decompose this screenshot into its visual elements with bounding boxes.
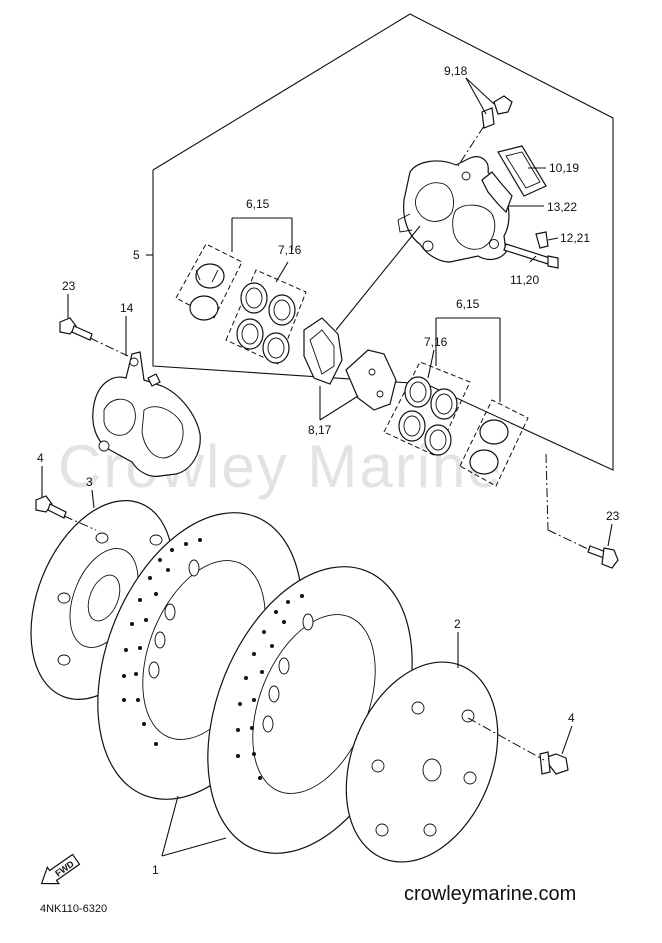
callout-labels: 9,18 10,19 13,22 12,21 11,20 5 6,15 7,16…	[37, 64, 620, 877]
callout-5: 5	[133, 248, 140, 262]
brake-pads-8-17	[303, 317, 397, 411]
pin-11-20	[503, 243, 559, 269]
callout-6-15-top: 6,15	[246, 197, 270, 211]
callout-23-right: 23	[606, 509, 620, 523]
callout-2: 2	[454, 617, 461, 631]
pad-spring-10-19	[497, 145, 547, 197]
rotor-1-drill-holes	[122, 538, 202, 746]
callout-10-19: 10,19	[549, 161, 579, 175]
rotor-1b-drill-holes	[236, 594, 304, 780]
site-url: crowleymarine.com	[404, 883, 576, 905]
callout-13-22: 13,22	[547, 200, 577, 214]
bolt-23-right	[545, 453, 619, 569]
callout-4-right: 4	[568, 711, 575, 725]
caliper-assembly-inner	[397, 156, 510, 263]
seal-kit-upper	[175, 243, 307, 365]
caliper-14	[92, 351, 201, 477]
callout-8-17: 8,17	[308, 423, 332, 437]
callout-23-top: 23	[62, 279, 76, 293]
pin-12-21	[535, 231, 549, 249]
callout-14: 14	[120, 301, 134, 315]
bolt-4-left	[35, 495, 97, 531]
caliper-kit-outline	[152, 13, 614, 471]
cover-plate-2	[345, 661, 499, 863]
callout-9-18: 9,18	[444, 64, 468, 78]
callout-1: 1	[152, 863, 159, 877]
fwd-arrow-icon: FWD	[40, 853, 81, 885]
bolt-4-right	[467, 717, 569, 775]
callout-7-16-bottom: 7,16	[424, 335, 448, 349]
callout-4-left: 4	[37, 451, 44, 465]
diagram-code: 4NK110-6320	[40, 903, 107, 915]
callout-6-15-bottom: 6,15	[456, 297, 480, 311]
callout-7-16-top: 7,16	[278, 243, 302, 257]
seal-kit-lower	[383, 361, 529, 487]
bolt-23-top	[59, 317, 129, 357]
leader-lines	[41, 77, 613, 857]
callout-11-20: 11,20	[510, 273, 539, 287]
clip-13-22	[481, 171, 513, 214]
callout-12-21: 12,21	[560, 231, 590, 245]
callout-3: 3	[86, 475, 93, 489]
